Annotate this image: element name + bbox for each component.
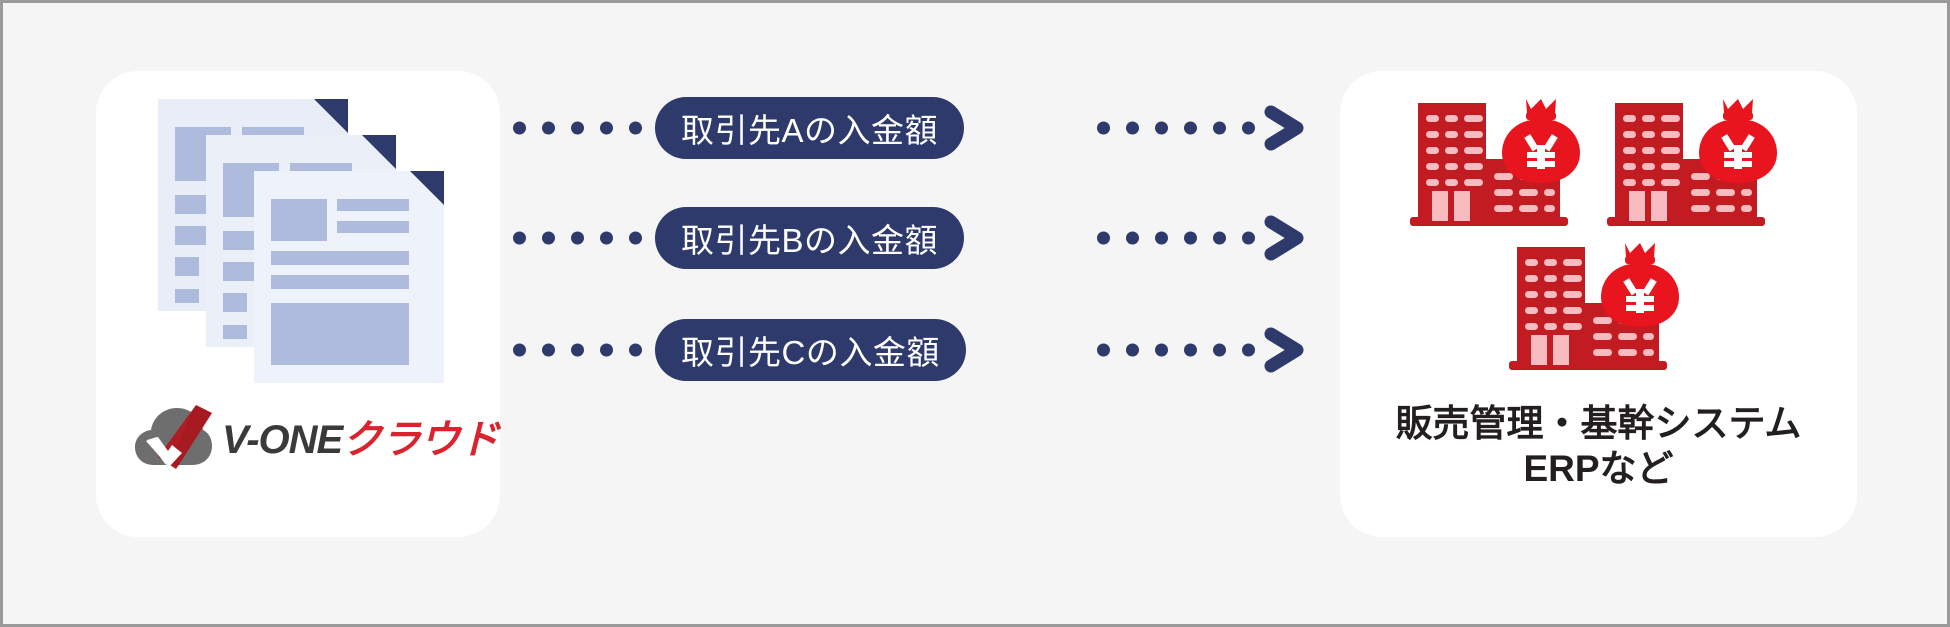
- dot: [571, 121, 584, 135]
- dot: [600, 343, 613, 357]
- chevron-right-icon: [1264, 215, 1304, 261]
- dot: [1097, 231, 1110, 245]
- document-sheet-front: [254, 171, 444, 383]
- dot: [542, 231, 555, 245]
- dot: [1184, 121, 1197, 135]
- building-money-icon: [1398, 95, 1598, 240]
- dot: [513, 121, 526, 135]
- money-bag-icon: [1699, 99, 1777, 183]
- dot: [629, 231, 642, 245]
- chevron-right-icon: [1264, 327, 1304, 373]
- dot: [1126, 343, 1139, 357]
- dot: [1097, 121, 1110, 135]
- dot: [629, 343, 642, 357]
- dot: [513, 231, 526, 245]
- dot: [1213, 231, 1226, 245]
- building-money-icon: [1497, 239, 1697, 384]
- dot: [1126, 231, 1139, 245]
- dot: [1242, 121, 1255, 135]
- flow-row-c: 取引先Cの入金額: [513, 319, 1313, 381]
- dot: [1242, 231, 1255, 245]
- building-money-icon: [1595, 95, 1795, 240]
- dot: [600, 231, 613, 245]
- logo-text-vone: V-ONE: [222, 418, 343, 462]
- vone-cloud-logo-text: V-ONEクラウド: [222, 407, 499, 465]
- dot: [1184, 343, 1197, 357]
- flow-label-b[interactable]: 取引先Bの入金額: [655, 207, 965, 269]
- caption-line-1: 販売管理・基幹システム: [1395, 403, 1802, 444]
- flow-label-a[interactable]: 取引先Aの入金額: [655, 97, 965, 159]
- dot: [1155, 231, 1168, 245]
- dot: [600, 121, 613, 135]
- right-destination-card: 販売管理・基幹システム ERPなど: [1340, 71, 1857, 537]
- dotted-line-right: [1097, 231, 1255, 245]
- dot: [1184, 231, 1197, 245]
- flow-label-c[interactable]: 取引先Cの入金額: [655, 319, 966, 381]
- dot: [1126, 121, 1139, 135]
- money-bag-icon: [1502, 99, 1580, 183]
- left-source-card: V-ONEクラウド: [96, 71, 500, 537]
- stacked-documents-icon: [158, 99, 448, 384]
- dotted-line-right: [1097, 121, 1255, 135]
- dot: [571, 343, 584, 357]
- dot: [542, 343, 555, 357]
- chevron-right-icon: [1264, 105, 1304, 151]
- dot: [1242, 343, 1255, 357]
- logo-text-cloud: クラウド: [342, 418, 499, 462]
- dot: [1155, 121, 1168, 135]
- dotted-line-right: [1097, 343, 1255, 357]
- destination-caption: 販売管理・基幹システム ERPなど: [1340, 401, 1857, 491]
- dot: [513, 343, 526, 357]
- dot: [571, 231, 584, 245]
- flow-row-a: 取引先Aの入金額: [513, 97, 1313, 159]
- cloud-check-logo-mark: [135, 405, 212, 469]
- dot: [629, 121, 642, 135]
- caption-line-2: ERPなど: [1523, 448, 1674, 490]
- money-bag-icon: [1601, 243, 1679, 327]
- dot: [1213, 121, 1226, 135]
- dot: [1155, 343, 1168, 357]
- vone-cloud-logo: V-ONEクラウド: [134, 393, 499, 479]
- dot: [1097, 343, 1110, 357]
- flow-row-b: 取引先Bの入金額: [513, 207, 1313, 269]
- dot: [542, 121, 555, 135]
- dot: [1213, 343, 1226, 357]
